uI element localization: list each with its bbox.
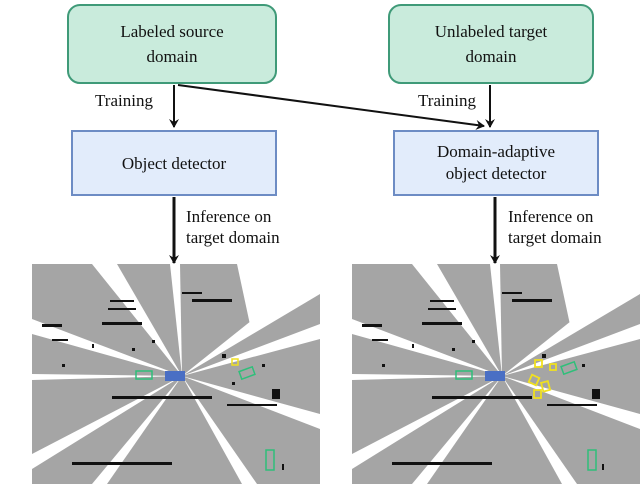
inference-label-right: Inference on target domain <box>508 207 602 247</box>
detection-box <box>533 389 542 399</box>
detection-box <box>527 373 541 387</box>
lidar-bev-left <box>32 264 320 484</box>
ego-vehicle <box>165 371 185 381</box>
detection-box <box>560 360 578 376</box>
domain-adaptive-detector-box: Domain-adaptive object detector <box>393 130 599 196</box>
lidar-bev-right <box>352 264 640 484</box>
arrow-source-to-adaptive <box>177 84 485 130</box>
target-domain-box: Unlabeled target domain <box>388 4 594 84</box>
detection-box <box>455 370 473 380</box>
detection-box <box>587 449 597 471</box>
object-detector-box: Object detector <box>71 130 277 196</box>
lidar-scan-left <box>32 264 320 484</box>
detection-box <box>539 379 552 393</box>
ego-vehicle <box>485 371 505 381</box>
detection-box <box>549 363 557 371</box>
detection-box <box>231 358 239 366</box>
detection-box <box>238 365 256 381</box>
training-label-right: Training <box>418 91 476 110</box>
detection-box <box>534 359 543 368</box>
lidar-scan-right <box>352 264 640 484</box>
inference-label-left: Inference on target domain <box>186 207 280 247</box>
source-domain-box: Labeled source domain <box>67 4 277 84</box>
training-label-left: Training <box>95 91 153 110</box>
detection-box <box>265 449 275 471</box>
detection-box <box>135 370 153 380</box>
